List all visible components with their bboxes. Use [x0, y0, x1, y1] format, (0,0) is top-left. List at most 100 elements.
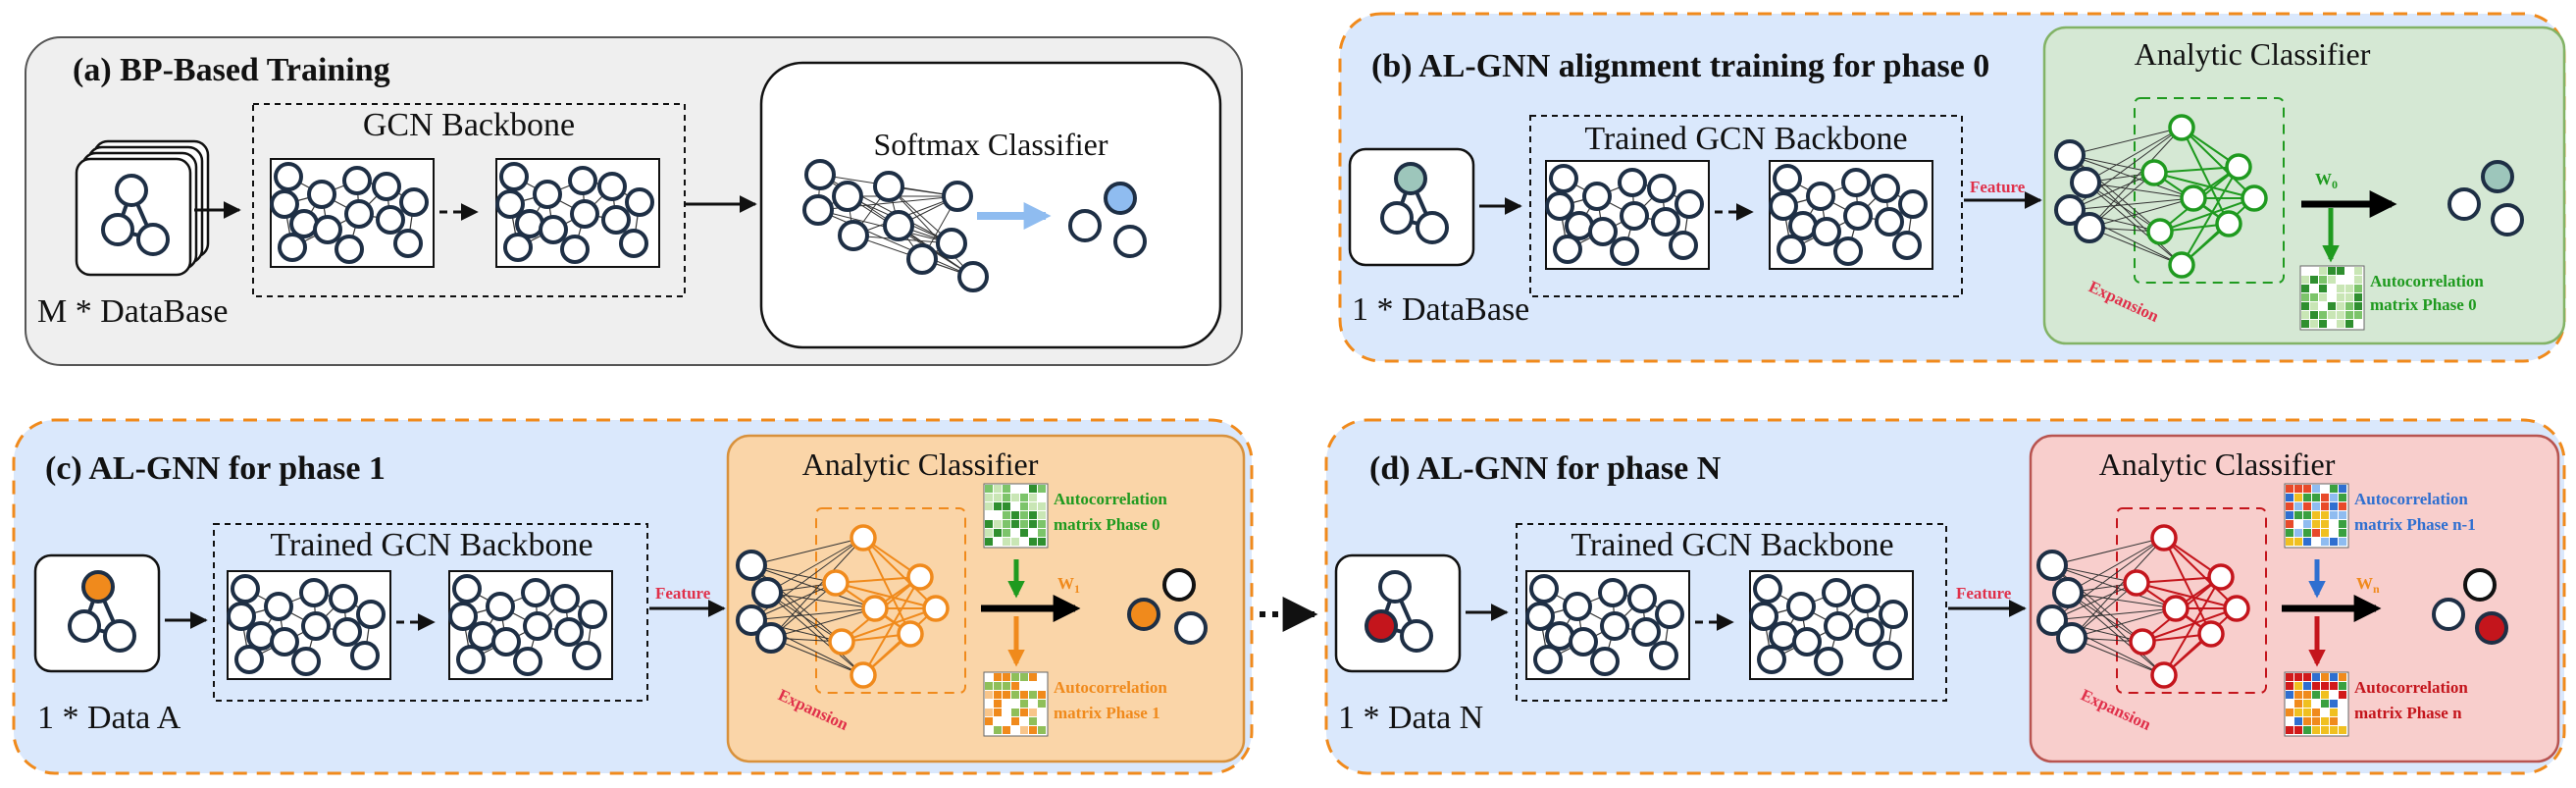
matrix-cell: [2312, 691, 2320, 699]
matrix-cell: [2286, 700, 2293, 708]
expansion-edge: [2136, 582, 2238, 609]
gcn-node: [1588, 217, 1618, 246]
matrix-cell: [2319, 285, 2327, 292]
gcn-node: [234, 645, 264, 674]
matrix-cell: [994, 709, 1002, 716]
matrix-cell: [2312, 511, 2320, 519]
matrix-label-b-1: Autocorrelation: [2370, 272, 2484, 290]
gcn-layer-1-c: [227, 570, 391, 680]
gcn-node: [1533, 645, 1563, 674]
matrix-cell: [1038, 502, 1046, 510]
matrix-cell: [994, 502, 1002, 510]
matrix-cell: [1011, 494, 1019, 501]
gcn-layer-1-b: [1545, 160, 1710, 270]
matrix-cell: [994, 538, 1002, 546]
gcn-node: [291, 647, 321, 676]
matrix-cell: [2330, 673, 2338, 681]
gcn-layer-2-d: [1749, 570, 1914, 680]
matrix-cell: [1011, 691, 1019, 699]
autocorrelation-matrix-phase-n-1-d: [2284, 483, 2349, 549]
network-edge: [2051, 564, 2177, 609]
matrix-cell: [2312, 709, 2320, 716]
matrix-cell: [1020, 529, 1028, 537]
gcn-node: [1529, 574, 1559, 604]
gcn-node: [523, 611, 552, 641]
matrix-cell: [1038, 511, 1046, 519]
network-edge: [2088, 127, 2183, 229]
matrix-cell: [1011, 511, 1019, 519]
matrix-cell: [2337, 311, 2344, 319]
matrix-cell: [2310, 302, 2318, 310]
panel-a: (a) BP-Based Training M * DataBase GCN B…: [25, 36, 1243, 366]
expansion-region: [815, 507, 966, 694]
matrix-cell: [2286, 502, 2293, 510]
gcn-node: [625, 187, 654, 217]
matrix-cell: [994, 529, 1002, 537]
matrix-cell: [2312, 700, 2320, 708]
matrix-cell: [1020, 485, 1028, 493]
matrix-cell: [2339, 726, 2346, 734]
expansion-edge: [835, 582, 937, 609]
expansion-node: [2215, 210, 2242, 237]
matrix-cell: [1029, 485, 1037, 493]
expansion-node: [2150, 524, 2178, 552]
gcn-node: [1565, 211, 1594, 240]
matrix-cell: [1003, 502, 1010, 510]
matrix-cell: [2337, 302, 2344, 310]
output-node-a-2: [1104, 182, 1137, 215]
matrix-cell: [2294, 529, 2302, 537]
expansion-region: [2134, 97, 2285, 284]
matrix-cell: [2328, 311, 2336, 319]
gcn-node: [1851, 584, 1880, 613]
graph-node: [115, 174, 148, 207]
gcn-node: [289, 209, 319, 238]
matrix-cell: [2294, 494, 2302, 501]
matrix-cell: [2310, 293, 2318, 301]
network-node: [755, 622, 787, 654]
network-edge: [2071, 607, 2177, 639]
matrix-cell: [2286, 494, 2293, 501]
matrix-cell: [985, 700, 993, 708]
panel-c-input-label: 1 * Data A: [37, 700, 181, 736]
matrix-cell: [1029, 538, 1037, 546]
matrix-cell: [2312, 717, 2320, 725]
matrix-cell: [1029, 673, 1037, 681]
backbone-box-c: [213, 523, 648, 702]
network-node: [838, 220, 869, 251]
gcn-node: [550, 584, 580, 613]
matrix-cell: [2303, 700, 2311, 708]
expansion-edge: [2153, 166, 2240, 174]
output-node-c-1: [1127, 598, 1160, 631]
matrix-cell: [1038, 538, 1046, 546]
matrix-cell: [1029, 494, 1037, 501]
matrix-cell: [2354, 267, 2362, 275]
matrix-cell: [1038, 494, 1046, 501]
matrix-cell: [2303, 717, 2311, 725]
matrix-cell: [2328, 276, 2336, 284]
matrix-cell: [2321, 538, 2329, 546]
database-stack-a: [75, 139, 210, 277]
matrix-cell: [2286, 529, 2293, 537]
gcn-node: [1749, 602, 1778, 631]
expansion-edge: [2141, 607, 2238, 643]
matrix-cell: [2286, 717, 2293, 725]
matrix-cell: [2321, 691, 2329, 699]
matrix-cell: [2345, 267, 2353, 275]
matrix-cell: [2312, 485, 2320, 493]
matrix-cell: [2294, 700, 2302, 708]
matrix-cell: [2339, 485, 2346, 493]
matrix-cell: [2303, 494, 2311, 501]
input-graph-a: [101, 174, 170, 256]
expansion-node: [2180, 184, 2207, 212]
output-node-c-3: [1174, 611, 1208, 645]
autocorrelation-matrix-phase1-c: [983, 671, 1049, 737]
matrix-in-label-c-2: matrix Phase 0: [1054, 515, 1160, 534]
matrix-cell: [1029, 529, 1037, 537]
feature-label-b: Feature: [1970, 178, 2026, 196]
gcn-node: [1875, 207, 1904, 236]
matrix-cell: [2286, 673, 2293, 681]
matrix-cell: [2319, 311, 2327, 319]
network-edge: [750, 564, 876, 609]
matrix-cell: [2301, 320, 2309, 328]
gcn-node: [1786, 592, 1816, 621]
